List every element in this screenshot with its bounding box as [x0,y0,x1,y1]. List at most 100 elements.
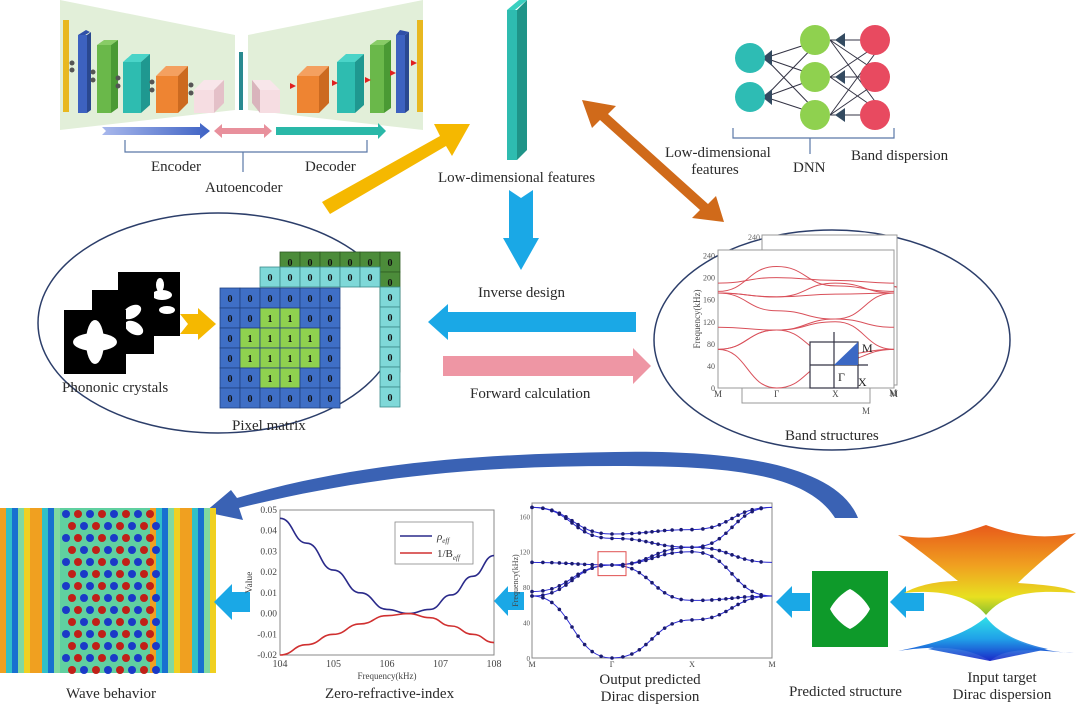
dirac-data-point [576,562,580,566]
wave-spot [140,618,148,626]
wave-spot [140,666,148,674]
dirac-data-point [530,589,534,594]
dirac-data-point [621,655,625,659]
dirac-data-point [679,550,683,554]
dirac-data-point [670,551,674,555]
pixel-value: 0 [388,353,393,364]
band-curve [717,318,895,331]
wave-spot [92,570,100,578]
low-dim-features-label: Low-dimensional features [438,170,596,186]
pixel-value: 0 [248,394,253,405]
zri-y-tick: 0.02 [260,568,277,578]
pixel-value: 0 [308,273,313,284]
zero-refractive-index-label: Zero-refractive-index [325,686,455,702]
dirac-data-point [736,578,740,583]
wave-spot [110,630,118,638]
crystal-butterfly [122,304,144,336]
dirac-data-point [662,626,667,630]
wave-stripe [12,508,18,673]
wave-stripe [168,508,174,673]
band-x-tick: M [890,389,898,399]
wave-stripe [192,508,198,673]
wave-spot [140,546,148,554]
dirac-data-point [630,537,634,542]
wave-spot [122,534,130,542]
pixel-value: 0 [388,278,393,289]
dirac-data-point [710,554,714,559]
pixel-value: 1 [268,314,273,325]
latent-arrow [214,124,272,138]
dirac-data-point [690,618,694,622]
pixel-value: 1 [288,374,293,385]
dirac-data-point [724,609,728,614]
dirac-data-point [679,597,683,602]
wave-spot [110,510,118,518]
dirac-data-point [599,654,603,659]
wave-stripe [174,508,180,673]
wave-spot [86,510,94,518]
encoder-label: Encoder [151,159,201,175]
dirac-data-point [550,560,554,565]
pixel-value: 0 [288,273,293,284]
band-curve [717,321,895,350]
wave-spot [152,666,160,674]
wave-stripe [162,508,168,673]
dirac-data-point [662,528,667,533]
wave-spot [140,570,148,578]
band-y-label: Frequency(kHz) [692,290,702,349]
pixel-value: 0 [268,294,273,305]
pixel-value: 0 [308,294,313,305]
band-curve [717,292,895,320]
decoder-label: Decoder [305,159,356,175]
pixel-value: 0 [328,314,333,325]
pixel-value: 0 [328,294,333,305]
wave-spot [92,594,100,602]
wave-spot [80,666,88,674]
dirac-data-point [650,541,654,545]
dirac-data-point [564,514,568,519]
zri-series-line [279,517,495,615]
wave-spot [152,642,160,650]
dirac-data-point [724,597,728,601]
wave-spot [68,594,76,602]
dirac-data-point [662,590,667,595]
dirac-data-point [576,522,580,527]
output-predicted-line2: Dirac dispersion [600,689,700,705]
zri-x-tick: 104 [273,659,288,670]
wave-spot [68,522,76,530]
wave-spot [146,582,154,590]
wave-spot [152,594,160,602]
dirac-data-point [710,525,714,530]
wave-spot [152,618,160,626]
wave-spot [146,510,154,518]
output-predicted-line1: Output predicted [599,672,701,688]
wave-spot [68,546,76,554]
pixel-value: 0 [228,354,233,365]
dirac-data-point [550,508,554,512]
pixel-value: 1 [248,334,253,345]
zri-x-label: Frequency(kHz) [358,671,417,681]
pixel-value: 0 [288,258,293,269]
dirac-data-point [724,565,728,570]
wave-spot [74,606,82,614]
dirac-y-label: Frequency(kHz) [511,554,520,607]
wave-stripe [54,508,60,673]
dnn-output-node [860,62,890,92]
dirac-data-point [650,529,654,534]
wave-spot [86,534,94,542]
blue-left-arrow-3 [776,586,810,618]
dirac-data-point [582,562,587,567]
dirac-data-point [541,593,545,597]
wave-spot [80,570,88,578]
dirac-data-point [759,506,763,510]
dirac-data-point [736,519,740,524]
pixel-value: 1 [308,354,313,365]
yellow-small-arrow [180,308,216,340]
dirac-data-point [690,527,694,532]
wave-spot [92,546,100,554]
dirac-data-point [717,536,722,541]
wave-spot [98,606,106,614]
dirac-data-point [570,561,574,566]
band-y-tick: 160 [703,296,715,305]
